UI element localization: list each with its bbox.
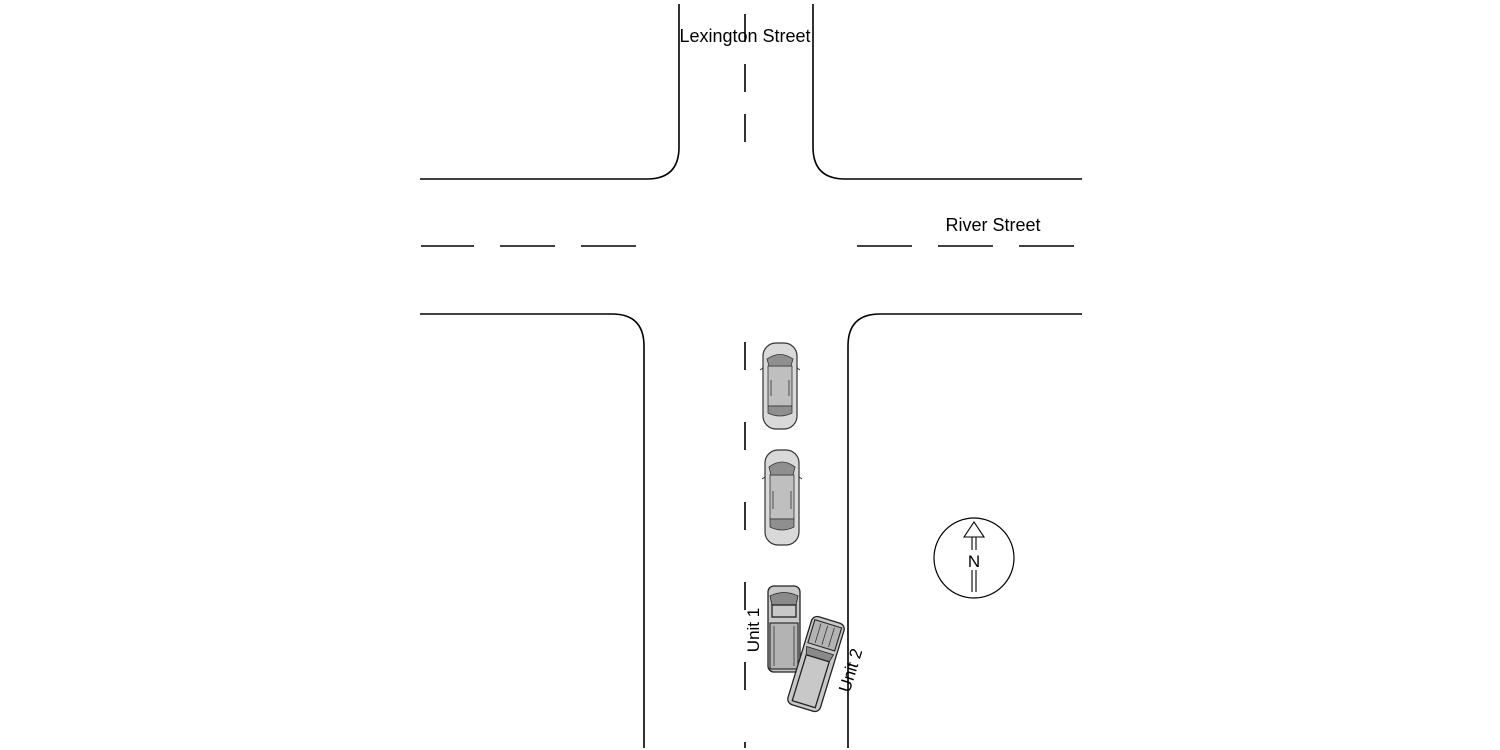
pickup-unit-2 bbox=[787, 615, 845, 713]
street-label-river: River Street bbox=[945, 215, 1040, 235]
curb-northeast bbox=[812, 4, 1082, 180]
lane-markings bbox=[421, 14, 1074, 748]
pickup-unit-1 bbox=[767, 585, 801, 673]
curb-southwest bbox=[420, 313, 645, 748]
curb-southeast bbox=[847, 313, 1082, 748]
north-arrow-icon: N bbox=[933, 517, 1015, 599]
sedan-vehicle-2 bbox=[761, 449, 803, 546]
compass-north-letter: N bbox=[968, 552, 980, 571]
unit-2-label: Unit 2 bbox=[835, 646, 866, 694]
unit-1-label: Unit 1 bbox=[744, 608, 763, 652]
road-edges bbox=[420, 4, 1082, 748]
sedan-vehicle-1 bbox=[759, 342, 801, 430]
curb-northwest bbox=[420, 4, 680, 180]
street-label-lexington: Lexington Street bbox=[679, 26, 810, 46]
